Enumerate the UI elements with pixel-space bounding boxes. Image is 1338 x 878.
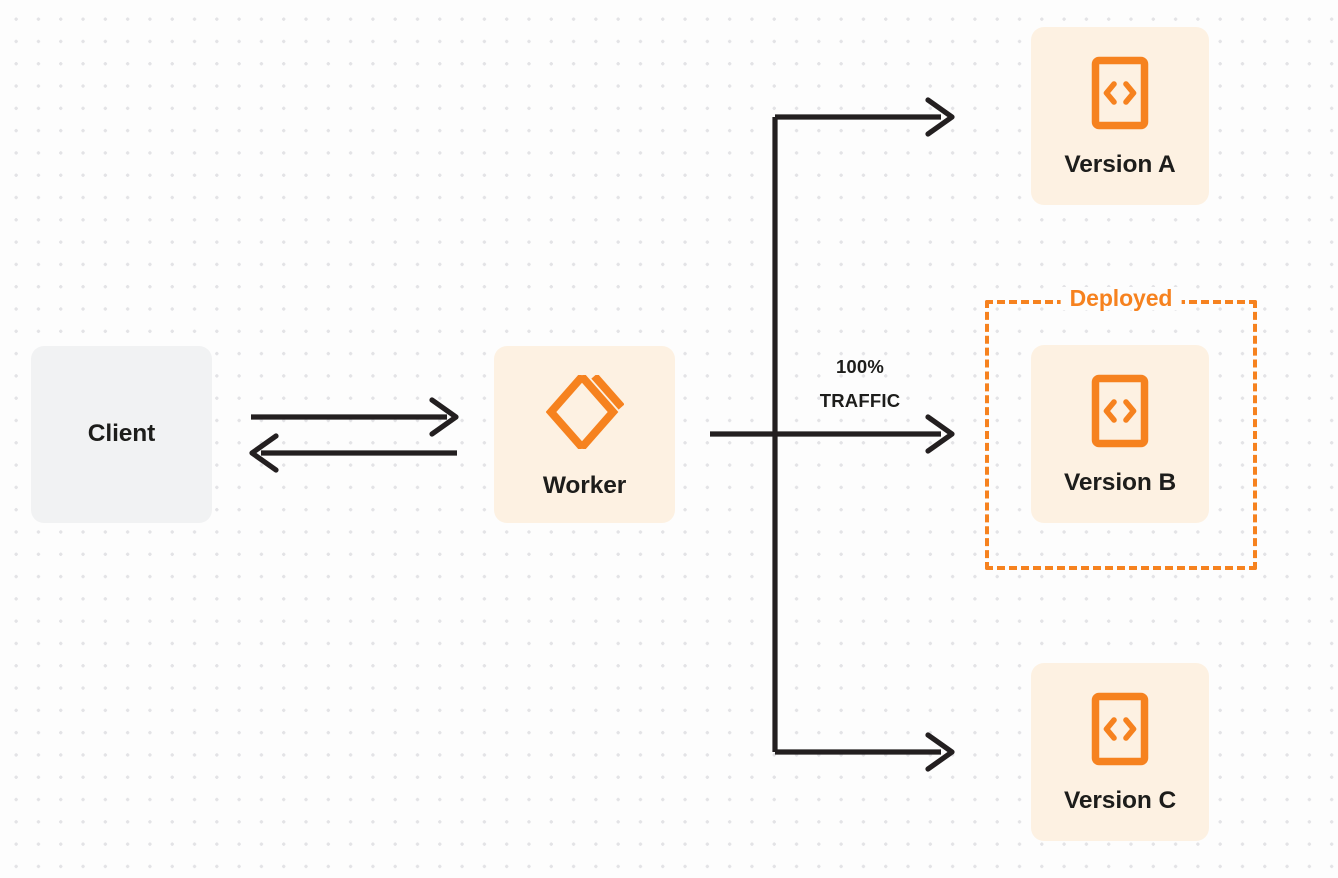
edge-worker-to-client — [249, 433, 457, 473]
node-version-a[interactable]: Version A — [1031, 27, 1209, 205]
version-b-label: Version B — [1063, 469, 1177, 497]
version-c-label: Version C — [1063, 787, 1177, 815]
edge-worker-to-versions-trunk — [710, 114, 941, 755]
node-version-b[interactable]: Version B — [1031, 345, 1209, 523]
arrowhead-to-version-a — [925, 97, 955, 137]
code-file-icon — [1091, 692, 1149, 771]
cloudflare-workers-logo-icon — [545, 373, 625, 454]
edge-client-to-worker — [251, 397, 459, 437]
version-a-label: Version A — [1064, 151, 1176, 179]
code-file-icon — [1091, 56, 1149, 135]
deployed-badge-label: Deployed — [1060, 287, 1182, 310]
deployed-group-box: Deployed — [985, 287, 1257, 570]
node-worker[interactable]: Worker — [494, 346, 675, 523]
arrowhead-to-version-c — [925, 732, 955, 772]
traffic-label: 100% TRAFFIC — [792, 350, 928, 417]
node-client[interactable]: Client — [31, 346, 212, 523]
traffic-word: TRAFFIC — [819, 389, 901, 411]
node-version-c[interactable]: Version C — [1031, 663, 1209, 841]
arrowhead-to-version-b — [925, 414, 955, 454]
traffic-percent: 100% — [835, 356, 885, 377]
code-file-icon — [1091, 374, 1149, 453]
worker-label: Worker — [542, 471, 627, 499]
client-label: Client — [87, 420, 156, 448]
